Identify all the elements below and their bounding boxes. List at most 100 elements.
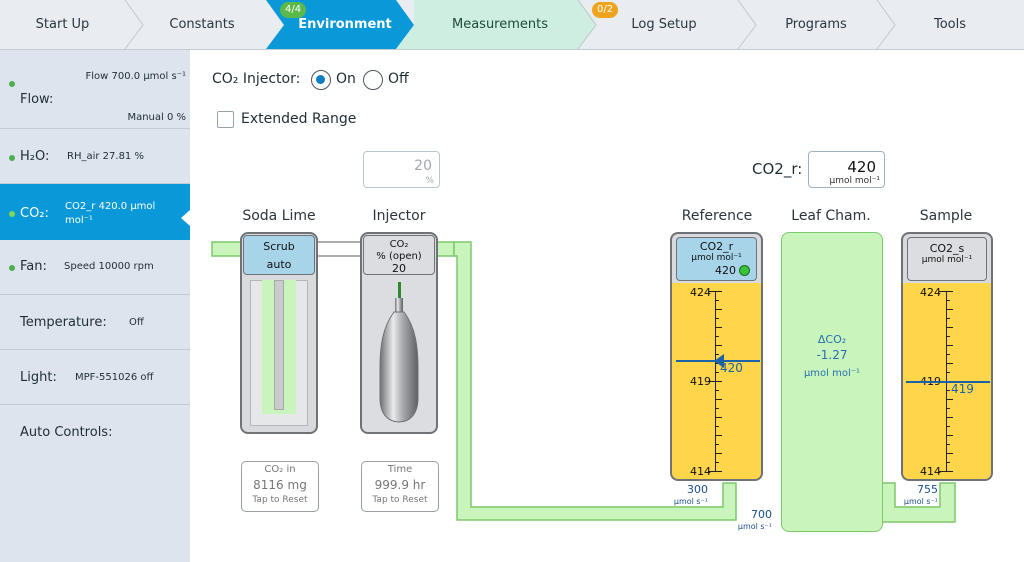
sample-scale-bottom: 414	[920, 465, 941, 478]
scale-tick	[939, 471, 953, 472]
selected-arrow-icon	[181, 210, 190, 226]
sidebar-item-label: CO₂:	[20, 206, 49, 221]
scrub-label: Scrub	[263, 240, 295, 253]
reference-cap-label: CO2_r	[699, 240, 734, 253]
scale-tick	[715, 318, 719, 319]
tab-measurements-bg	[396, 0, 596, 49]
injector-time-reset[interactable]: Time 999.9 hr Tap to Reset	[361, 461, 439, 512]
sidebar-item-value: Off	[129, 317, 144, 328]
reference-scale	[670, 283, 763, 481]
tab-label: Log Setup	[631, 17, 697, 32]
delta-co2-label: ΔCO₂	[817, 333, 847, 346]
reference-marker-arrow-icon	[714, 354, 724, 368]
injector-off-radio[interactable]	[363, 70, 383, 90]
sidebar-item-label: Fan:	[20, 259, 47, 274]
scale-tick	[715, 300, 719, 301]
sample-flow-unit: µmol s⁻¹	[903, 497, 938, 506]
status-dot	[9, 155, 15, 161]
scale-tick	[715, 435, 722, 436]
chevron-divider	[876, 0, 896, 50]
status-dot	[9, 211, 15, 217]
sample-co2s-button[interactable]: CO2_s µmol mol⁻¹	[907, 237, 987, 281]
sidebar-item-label: H₂O:	[20, 149, 50, 164]
scale-tick	[946, 372, 950, 373]
tab-start-up[interactable]: Start Up	[0, 0, 125, 49]
scale-tick	[715, 309, 722, 310]
total-flow-value: 700	[751, 508, 772, 521]
sidebar-item-temperature[interactable]: Temperature: Off	[0, 295, 190, 350]
tab-log-setup[interactable]: Log Setup	[594, 0, 734, 49]
sidebar-item-flow[interactable]: Flow: Flow 700.0 µmol s⁻¹ Manual 0 %	[0, 50, 190, 129]
sidebar-item-label: Temperature:	[20, 315, 107, 330]
sidebar-item-h2o[interactable]: H₂O: RH_air 27.81 %	[0, 129, 190, 184]
scale-tick	[715, 444, 719, 445]
delta-co2-value: -1.27	[816, 348, 848, 362]
tab-environment[interactable]: Environment	[280, 0, 410, 49]
tab-constants[interactable]: Constants	[140, 0, 264, 49]
scale-tick	[946, 444, 950, 445]
scale-tick	[946, 345, 953, 346]
sidebar-item-value: MPF-551026 off	[75, 372, 154, 383]
scrub-mode: auto	[266, 258, 292, 271]
sidebar-item-fan[interactable]: Fan: Speed 10000 rpm	[0, 240, 190, 295]
scale-tick	[946, 435, 953, 436]
soda-lime-co2-in-reset[interactable]: CO₂ in 8116 mg Tap to Reset	[241, 461, 319, 512]
scale-tick	[715, 408, 719, 409]
scale-tick	[715, 417, 722, 418]
sidebar-item-co2[interactable]: CO₂: CO2_r 420.0 µmol mol⁻¹	[0, 184, 190, 240]
leaf-chamber[interactable]: ΔCO₂ -1.27 µmol mol⁻¹	[781, 232, 883, 532]
sample-readout: 419	[951, 382, 974, 396]
status-dot	[9, 265, 15, 271]
scale-tick	[715, 327, 722, 328]
scale-tick	[715, 345, 722, 346]
reference-readout: 420	[720, 361, 743, 375]
tab-tools[interactable]: Tools	[895, 0, 1005, 49]
tab-label: Environment	[298, 17, 392, 32]
injector-off-label: Off	[388, 71, 409, 87]
tab-measurements[interactable]: Measurements	[415, 0, 585, 49]
reference-co2r-button[interactable]: CO2_r µmol mol⁻¹ 420	[676, 237, 757, 281]
main-panel: CO₂ Injector: On Off Extended Range 20 %…	[190, 50, 1024, 562]
injector-open-button[interactable]: CO₂ % (open) 20	[363, 235, 435, 275]
soda-lime-rod	[274, 280, 284, 410]
scale-tick	[715, 399, 722, 400]
soda-lime-scrub-button[interactable]: Scrub auto	[243, 235, 315, 275]
reference-flow-unit: µmol s⁻¹	[673, 497, 708, 506]
total-flow-unit: µmol s⁻¹	[737, 522, 772, 531]
reference-cap-value: 420	[715, 264, 736, 277]
sidebar-item-value: RH_air 27.81 %	[67, 151, 144, 162]
status-ok-icon	[739, 265, 750, 276]
scale-tick	[939, 291, 953, 292]
stat-value: 8116 mg	[253, 478, 307, 492]
scale-tick	[715, 336, 719, 337]
status-dot	[9, 81, 15, 87]
extended-range-checkbox[interactable]	[217, 111, 234, 128]
extended-range-label: Extended Range	[241, 111, 357, 127]
tab-programs[interactable]: Programs	[756, 0, 876, 49]
sidebar-item-light[interactable]: Light: MPF-551026 off	[0, 350, 190, 405]
reference-title: Reference	[681, 208, 753, 224]
injector-percent-value: 20	[414, 158, 432, 174]
injector-percent-input[interactable]: 20 %	[363, 151, 440, 188]
scale-tick	[946, 309, 953, 310]
scale-tick	[946, 390, 950, 391]
scale-tick	[946, 426, 950, 427]
reference-scale-top: 424	[690, 286, 711, 299]
reference-scale-bottom: 414	[690, 465, 711, 478]
scale-tick	[715, 390, 719, 391]
scale-tick	[946, 462, 950, 463]
scale-tick	[715, 426, 719, 427]
scale-tick	[708, 291, 722, 292]
sidebar-item-value: CO2_r 420.0 µmol mol⁻¹	[65, 201, 156, 226]
injector-on-radio[interactable]	[311, 70, 331, 90]
stat-label: CO₂ in	[264, 464, 296, 475]
co2r-setpoint-input[interactable]: 420 µmol mol⁻¹	[808, 151, 885, 188]
sidebar-item-auto-controls[interactable]: Auto Controls:	[0, 405, 190, 460]
scale-tick	[946, 327, 953, 328]
scale-tick	[946, 399, 953, 400]
tab-label: Tools	[933, 17, 967, 32]
tab-label: Start Up	[35, 17, 90, 32]
sample-cap-unit: µmol mol⁻¹	[921, 255, 973, 265]
stat-label: Time	[387, 464, 413, 475]
co2-injector-label: CO₂ Injector:	[212, 71, 301, 87]
